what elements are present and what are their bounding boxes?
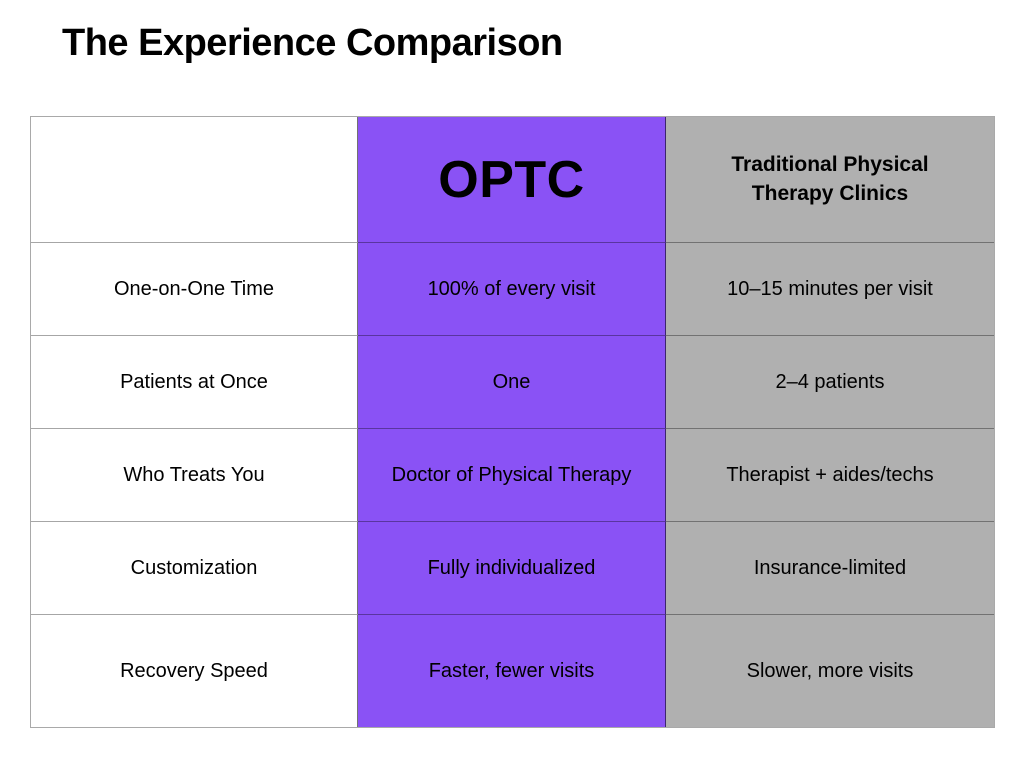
page-title: The Experience Comparison: [62, 22, 563, 64]
feature-label: Patients at Once: [120, 370, 268, 393]
row-feature-cell: Patients at Once: [31, 336, 358, 429]
traditional-value: Slower, more visits: [746, 659, 914, 682]
traditional-value: Insurance-limited: [753, 556, 907, 579]
optc-value: 100% of every visit: [427, 277, 596, 300]
row-optc-cell: Doctor of Physical Therapy: [358, 429, 666, 522]
row-optc-cell: Fully individualized: [358, 522, 666, 615]
feature-label: Customization: [130, 556, 258, 579]
row-feature-cell: Who Treats You: [31, 429, 358, 522]
header-optc-label: OPTC: [438, 150, 585, 209]
header-feature-cell: [31, 117, 358, 243]
optc-value: One: [492, 370, 531, 393]
traditional-value: 2–4 patients: [775, 370, 885, 393]
row-optc-cell: Faster, fewer visits: [358, 615, 666, 727]
row-optc-cell: One: [358, 336, 666, 429]
optc-value: Fully individualized: [427, 556, 596, 579]
row-traditional-cell: Insurance-limited: [666, 522, 994, 615]
traditional-value: 10–15 minutes per visit: [727, 277, 933, 300]
feature-label: One-on-One Time: [113, 277, 275, 300]
feature-label: Who Treats You: [123, 463, 265, 486]
row-traditional-cell: Slower, more visits: [666, 615, 994, 727]
row-feature-cell: Recovery Speed: [31, 615, 358, 727]
header-optc-cell: OPTC: [358, 117, 666, 243]
row-feature-cell: Customization: [31, 522, 358, 615]
feature-label: Recovery Speed: [120, 659, 268, 682]
optc-value: Faster, fewer visits: [428, 659, 595, 682]
traditional-value: Therapist + aides/techs: [726, 463, 934, 486]
optc-value: Doctor of Physical Therapy: [391, 463, 632, 486]
header-traditional-cell: Traditional Physical Therapy Clinics: [666, 117, 994, 243]
row-feature-cell: One-on-One Time: [31, 243, 358, 336]
row-optc-cell: 100% of every visit: [358, 243, 666, 336]
row-traditional-cell: 2–4 patients: [666, 336, 994, 429]
row-traditional-cell: 10–15 minutes per visit: [666, 243, 994, 336]
header-traditional-label: Traditional Physical Therapy Clinics: [731, 153, 929, 205]
comparison-table: OPTC Traditional Physical Therapy Clinic…: [30, 116, 995, 728]
row-traditional-cell: Therapist + aides/techs: [666, 429, 994, 522]
